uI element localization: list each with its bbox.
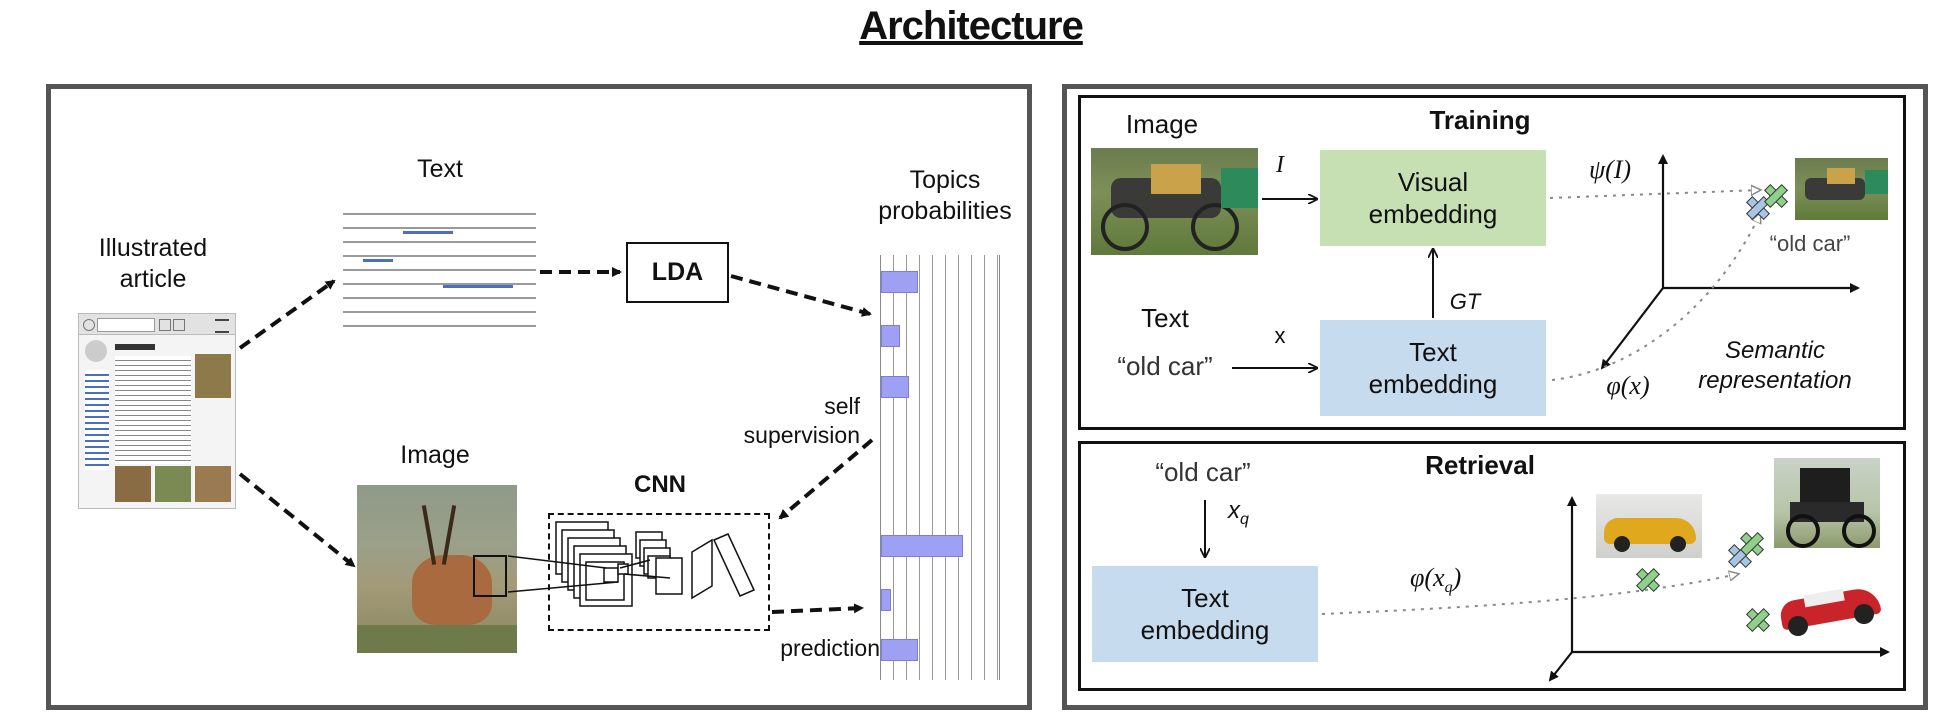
phi-label: φ(x) — [1606, 371, 1650, 400]
topic-bar — [881, 589, 891, 611]
topic-bar — [881, 325, 900, 347]
article-text-snippet — [343, 205, 536, 335]
lda-box: LDA — [626, 242, 729, 303]
cnn-layers — [555, 521, 756, 607]
phi-xq-label: φ(xq) — [1410, 563, 1462, 597]
retrieval-axes — [1548, 496, 1890, 682]
gt-label: GT — [1449, 289, 1481, 314]
article-to-text-arrow — [238, 279, 336, 350]
retrieval-green-mark-1 — [1635, 567, 1661, 593]
retrieval-title: Retrieval — [1425, 450, 1535, 480]
image-label: Image — [400, 441, 470, 469]
text-label: Text — [417, 155, 463, 183]
training-text-label: Text — [1141, 303, 1189, 333]
topics-chart — [880, 255, 1000, 680]
retrieval-green-mark-2 — [1739, 531, 1765, 557]
prediction-arrow — [771, 603, 864, 614]
psi-mapping-line — [1549, 190, 1760, 199]
retrieval-green-mark-3 — [1745, 607, 1771, 633]
topic-bar — [881, 639, 918, 661]
training-blue-mark — [1745, 195, 1771, 221]
model-t-car-photo — [1774, 458, 1880, 548]
cnn-box — [548, 513, 770, 631]
training-green-mark — [1763, 183, 1789, 209]
training-title: Training — [1429, 105, 1531, 135]
yellow-sports-car-photo — [1596, 494, 1702, 558]
race-car-photo — [1774, 572, 1886, 644]
visual-embedding-box: Visual embedding — [1320, 150, 1546, 246]
lda-to-topics-arrow — [730, 274, 872, 317]
training-old-car-text: “old car” — [1117, 351, 1213, 381]
page-title: Architecture — [859, 4, 1084, 48]
antelope-image — [357, 485, 517, 653]
retrieval-old-car-text: “old car” — [1155, 457, 1251, 487]
training-image-label: Image — [1125, 109, 1199, 139]
topic-bar — [881, 376, 909, 398]
image-symbol: I — [1276, 152, 1284, 178]
embedded-old-car-label: “old car” — [1769, 231, 1851, 256]
article-to-image-arrow — [238, 472, 356, 568]
training-axes — [1600, 154, 1860, 370]
phi-mapping-line — [1551, 214, 1760, 381]
psi-label: ψ(I) — [1588, 155, 1632, 184]
x-symbol: x — [1274, 323, 1286, 348]
old-car-photo — [1091, 148, 1258, 255]
prediction-label: prediction — [780, 635, 880, 661]
xq-label: xq — [1228, 497, 1249, 528]
topic-bar — [881, 271, 918, 293]
old-car-small-photo — [1795, 158, 1888, 220]
article-thumbnail — [78, 313, 236, 509]
illustrated-article-label: Illustrated article — [98, 234, 208, 294]
training-text-embedding-box: Text embedding — [1320, 320, 1546, 416]
topics-probabilities-label: Topics probabilities — [878, 166, 1012, 226]
cnn-label: CNN — [634, 471, 686, 498]
self-supervision-arrow — [778, 438, 874, 520]
self-supervision-label: self supervision — [743, 393, 860, 448]
cnn-projection-lines — [507, 555, 671, 593]
topic-bar — [881, 535, 963, 557]
phi-xq-mapping-line — [1321, 574, 1738, 615]
semantic-representation-label: Semantic representation — [1698, 337, 1852, 394]
retrieval-text-embedding-box: Text embedding — [1092, 566, 1318, 662]
